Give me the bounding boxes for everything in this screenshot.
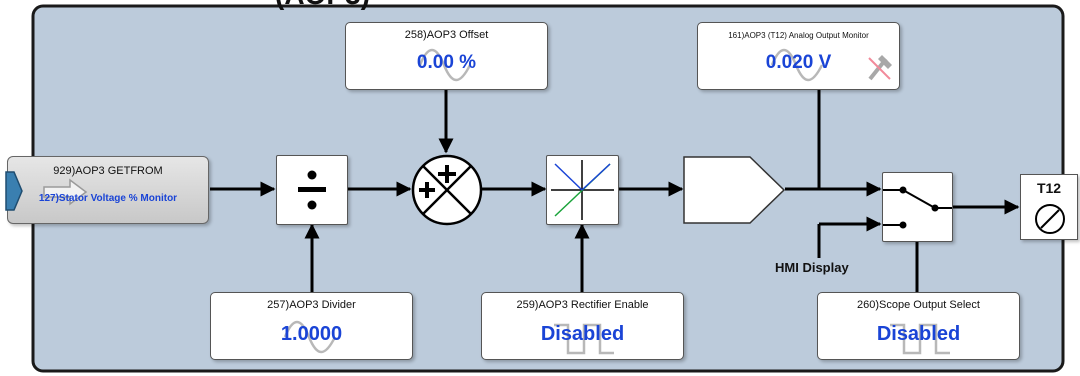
scope-output-title: 260)Scope Output Select [857,299,980,311]
offset-value[interactable]: 0.00 % [416,52,477,73]
getfrom-title: 929)AOP3 GETFROM [53,165,163,177]
getfrom-source-link[interactable]: 127)Stator Voltage % Monitor [38,193,178,204]
divider-value[interactable]: 1.0000 [280,323,343,345]
hmi-display-label: HMI Display [775,260,849,275]
offset-title: 258)AOP3 Offset [404,29,489,41]
monitor-title: 161)AOP3 (T12) Analog Output Monitor [728,31,869,40]
rectifier-enable-title: 259)AOP3 Rectifier Enable [516,299,649,311]
diagram-title-fragment: (AOP3) [275,0,370,10]
output-monitor-box[interactable]: 161)AOP3 (T12) Analog Output Monitor 0.0… [697,22,900,90]
divider-parameter-box[interactable]: 257)AOP3 Divider 1.0000 [210,292,413,360]
divide-operator-block [276,155,348,225]
scope-output-select-box[interactable]: 260)Scope Output Select Disabled [817,292,1020,360]
terminal-t12-block: T12 [1020,174,1078,240]
divider-title: 257)AOP3 Divider [267,299,356,311]
output-switch-block [882,172,953,242]
divide-icon [298,170,326,210]
switch-icon [883,186,952,229]
summing-junction-icon [411,154,483,226]
terminal-label: T12 [1036,180,1062,196]
rectifier-enable-value[interactable]: Disabled [540,323,625,345]
rectifier-block [546,155,619,225]
getfrom-block[interactable]: 929)AOP3 GETFROM 127)Stator Voltage % Mo… [5,156,209,224]
scope-output-value[interactable]: Disabled [876,323,961,345]
amplifier-icon [683,156,786,224]
rectifier-enable-box[interactable]: 259)AOP3 Rectifier Enable Disabled [481,292,684,360]
offset-parameter-box[interactable]: 258)AOP3 Offset 0.00 % [345,22,548,90]
monitor-value: 0.020 V [765,52,832,73]
potentiometer-icon [1035,204,1065,234]
rectifier-graph-icon [551,160,614,220]
